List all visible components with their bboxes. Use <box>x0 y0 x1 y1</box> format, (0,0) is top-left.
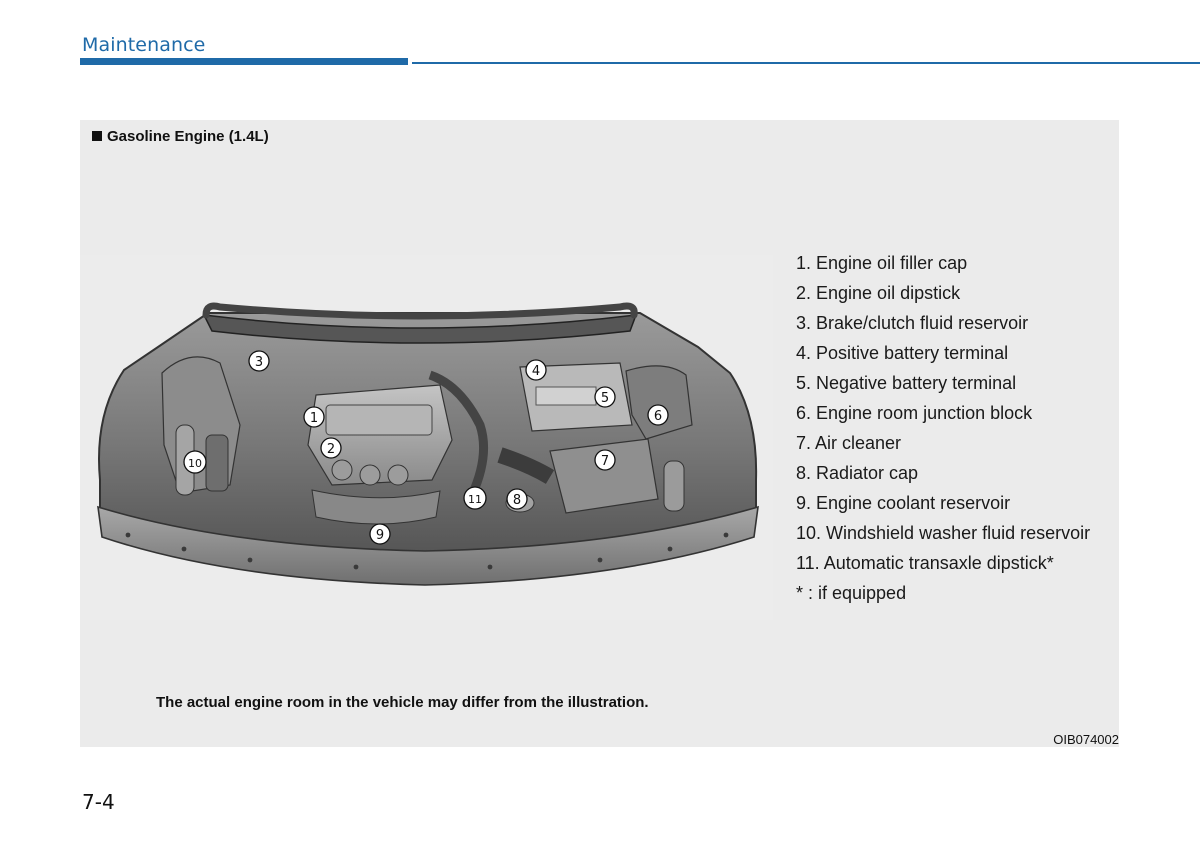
figure-code: OIB074002 <box>1053 732 1119 747</box>
callout-2: 2 <box>320 437 342 459</box>
callout-1: 1 <box>303 406 325 428</box>
legend-item: 1. Engine oil filler cap <box>796 253 968 273</box>
svg-text:5: 5 <box>601 391 609 406</box>
legend-item: 5. Negative battery terminal <box>796 373 1017 393</box>
legend-item: 9. Engine coolant reservoir <box>796 493 1011 513</box>
figure-heading: Gasoline Engine (1.4L) <box>92 128 269 145</box>
svg-text:6: 6 <box>654 409 662 424</box>
svg-text:10: 10 <box>188 457 202 470</box>
callout-10: 10 <box>183 450 207 474</box>
section-title: Maintenance <box>82 34 206 56</box>
callout-6: 6 <box>647 404 669 426</box>
svg-text:8: 8 <box>513 493 521 508</box>
square-bullet-icon <box>92 131 102 141</box>
callout-3: 3 <box>248 350 270 372</box>
svg-text:9: 9 <box>376 528 384 543</box>
svg-text:11: 11 <box>468 493 482 506</box>
callout-11: 11 <box>463 486 487 510</box>
svg-text:4: 4 <box>532 364 540 379</box>
legend-item: 3. Brake/clutch fluid reservoir <box>796 313 1029 333</box>
component-legend: 1. Engine oil filler cap 2. Engine oil d… <box>796 248 1090 608</box>
engine-room-drawing: 1 2 3 4 5 6 7 8 9 10 11 <box>97 302 759 586</box>
callout-8: 8 <box>506 488 528 510</box>
legend-item: 11. Automatic transaxle dipstick* <box>796 553 1054 573</box>
legend-item: 4. Positive battery terminal <box>796 343 1009 363</box>
engine-room-illustration: 1 2 3 4 5 6 7 8 9 10 11 <box>80 255 773 620</box>
svg-text:2: 2 <box>327 442 335 457</box>
callout-9: 9 <box>369 523 391 545</box>
callout-5: 5 <box>594 386 616 408</box>
header-rule-thin <box>412 62 1200 64</box>
legend-item: 10. Windshield washer fluid reservoir <box>796 523 1091 543</box>
figure-caption: The actual engine room in the vehicle ma… <box>156 694 649 711</box>
legend-item: 2. Engine oil dipstick <box>796 283 961 303</box>
figure-heading-text: Gasoline Engine (1.4L) <box>107 128 269 145</box>
legend-item: 7. Air cleaner <box>796 433 902 453</box>
figure-panel: Gasoline Engine (1.4L) <box>80 120 1119 747</box>
svg-text:3: 3 <box>255 355 263 370</box>
legend-item: 6. Engine room junction block <box>796 403 1033 423</box>
header-rule-thick <box>80 58 408 65</box>
callout-7: 7 <box>594 449 616 471</box>
legend-item: 8. Radiator cap <box>796 463 919 483</box>
svg-text:7: 7 <box>601 454 609 469</box>
svg-text:1: 1 <box>310 411 318 426</box>
callout-4: 4 <box>525 359 547 381</box>
legend-footnote: * : if equipped <box>796 583 907 603</box>
page-number: 7-4 <box>82 790 115 814</box>
